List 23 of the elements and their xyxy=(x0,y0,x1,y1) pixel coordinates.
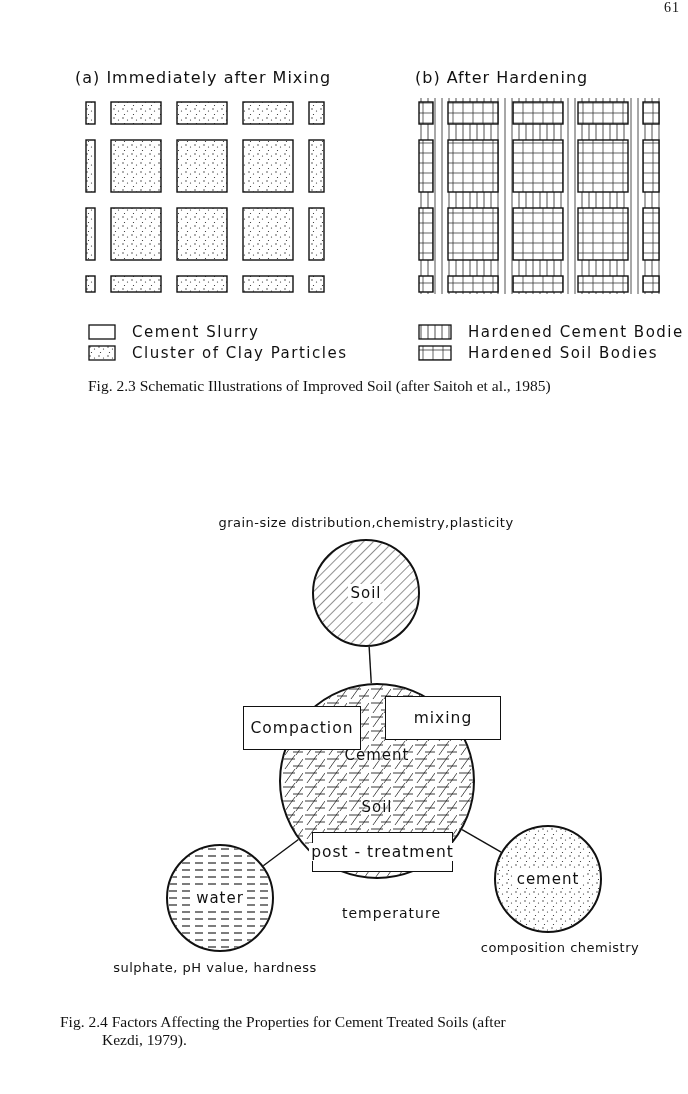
panel-title: (a) Immediately after Mixing xyxy=(75,68,332,87)
connector-line xyxy=(368,646,372,684)
connector-line xyxy=(262,838,300,867)
process-box xyxy=(385,696,501,740)
legend-text: Hardened Soil Bodies xyxy=(468,344,659,362)
factor-note: sulphate, pH value, hardness xyxy=(113,960,317,975)
legend-text: Hardened Cement Bodie xyxy=(468,323,684,341)
figure-caption: Fig. 2.4 Factors Affecting the Properties for Cement Treated Soils (after Kezdi, 1979). xyxy=(60,1013,507,1049)
figure-caption: Fig. 2.3 Schematic Illustrations of Improved Soil (after Saitoh et al., 1985) xyxy=(88,377,552,395)
factor-note: grain-size distribution,chemistry,plasticity xyxy=(218,515,514,530)
node-label: water xyxy=(194,889,246,907)
connector-line xyxy=(461,829,502,853)
legend-text: Cement Slurry xyxy=(132,323,260,341)
legend-text: Cluster of Clay Particles xyxy=(132,344,348,362)
factor-label: temperature xyxy=(342,905,441,921)
panel-title: (b) After Hardening xyxy=(415,68,589,87)
node-label: Cement Soil xyxy=(343,745,411,818)
page-number: 61 xyxy=(664,0,680,16)
factor-note: composition chemistry xyxy=(480,940,640,955)
node-label: Soil xyxy=(348,584,384,602)
node-label: cement xyxy=(514,870,582,888)
process-box xyxy=(243,706,361,750)
node-label: post - treatment xyxy=(309,843,456,861)
